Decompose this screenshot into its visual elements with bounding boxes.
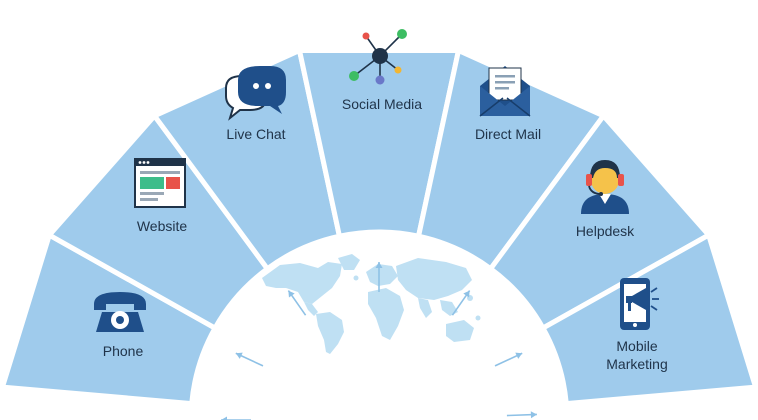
arrow-head-0 bbox=[221, 416, 227, 420]
label-mobile-marketing-line1: Mobile bbox=[616, 338, 657, 354]
arrow-head-5 bbox=[515, 352, 523, 359]
arrow-head-2 bbox=[288, 290, 295, 298]
phone-icon bbox=[94, 292, 146, 332]
label-phone: Phone bbox=[103, 343, 144, 359]
website-icon bbox=[134, 158, 186, 208]
radiating-arrows bbox=[221, 262, 537, 420]
label-live-chat: Live Chat bbox=[226, 126, 285, 142]
envelope-icon bbox=[479, 66, 531, 117]
label-social-media: Social Media bbox=[342, 96, 422, 112]
label-mobile-marketing-line2: Marketing bbox=[606, 356, 667, 372]
label-website: Website bbox=[137, 218, 188, 234]
label-helpdesk: Helpdesk bbox=[576, 223, 635, 239]
network-icon bbox=[349, 29, 407, 85]
arrow-head-1 bbox=[235, 352, 243, 359]
mobile-megaphone-icon bbox=[620, 278, 659, 330]
chat-bubbles-icon bbox=[225, 66, 286, 121]
label-direct-mail: Direct Mail bbox=[475, 126, 541, 142]
world-map-icon bbox=[262, 254, 481, 354]
arrow-head-6 bbox=[530, 411, 537, 419]
headset-agent-icon bbox=[581, 160, 629, 214]
arrow-head-3 bbox=[375, 262, 383, 268]
arrow-head-4 bbox=[463, 290, 470, 298]
